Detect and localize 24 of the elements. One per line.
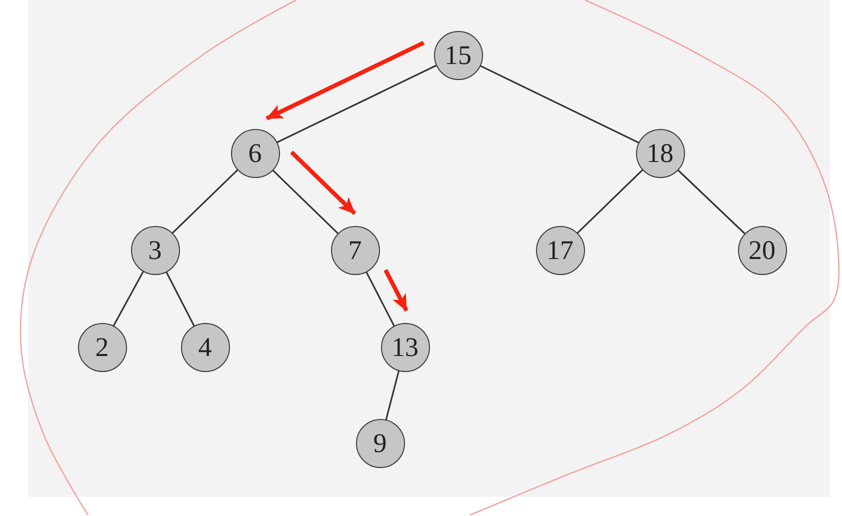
search-path-arrow — [384, 269, 408, 312]
tree-edge — [479, 64, 639, 144]
node-key: 15 — [444, 42, 472, 68]
tree-edge — [272, 169, 338, 234]
tree-edge — [676, 169, 746, 234]
tree-edge — [365, 270, 395, 326]
tree-edge — [112, 270, 144, 326]
node-key: 17 — [546, 236, 574, 264]
tree-edge — [276, 64, 437, 144]
node-key: 20 — [748, 236, 776, 264]
node-key: 2 — [95, 334, 109, 360]
search-path-arrow — [290, 150, 356, 215]
tree-edge — [385, 370, 400, 420]
node-key: 4 — [198, 334, 212, 360]
node-key: 18 — [646, 140, 674, 166]
tree-edge — [165, 270, 195, 326]
node-key: 6 — [248, 140, 262, 166]
tree-edge — [576, 169, 644, 234]
tree-edge — [172, 169, 238, 234]
node-key: 7 — [348, 236, 362, 264]
node-key: 9 — [373, 430, 387, 456]
node-key: 13 — [392, 334, 418, 360]
node-key: 3 — [148, 236, 162, 264]
search-path-arrow — [266, 40, 425, 120]
